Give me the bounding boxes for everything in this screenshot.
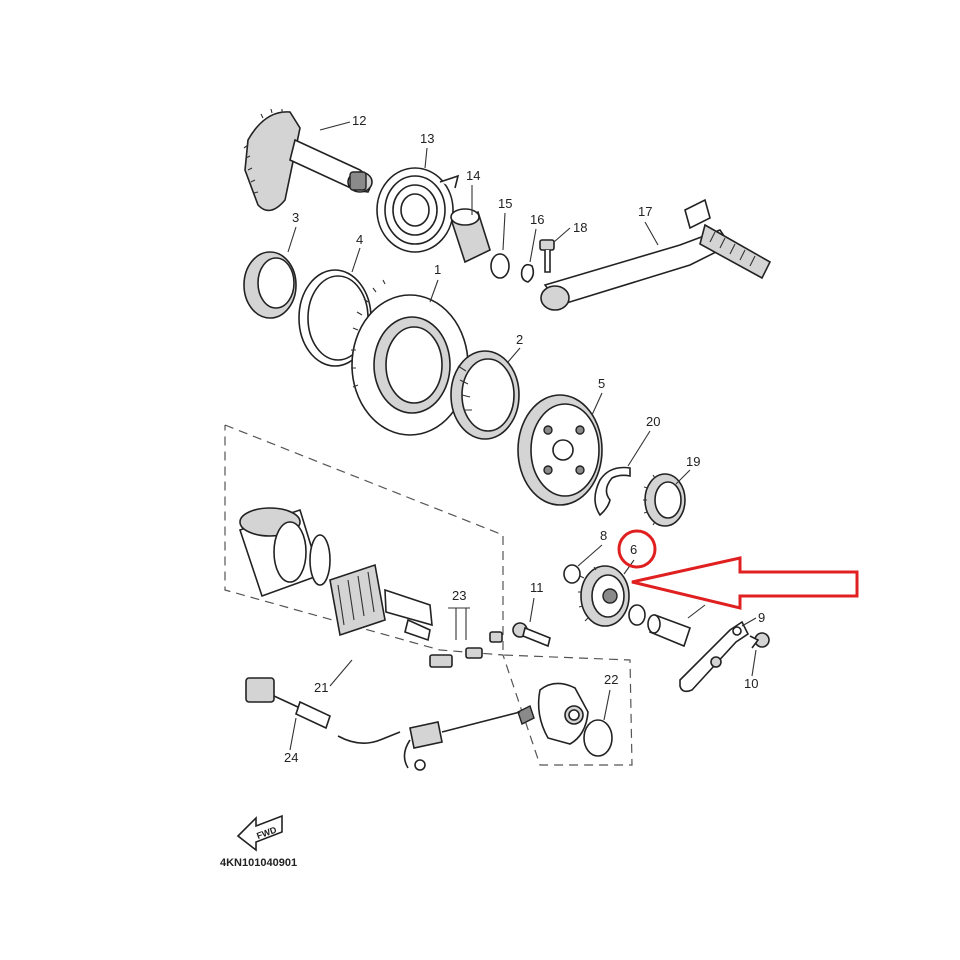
part-20-circlip[interactable] <box>594 466 631 517</box>
part-label-14: 14 <box>466 168 480 183</box>
part-label-11: 11 <box>530 580 544 595</box>
part-3-oil-seal[interactable] <box>243 251 297 319</box>
part-5-clutch[interactable] <box>517 394 603 506</box>
part-19-idler-gear[interactable] <box>643 473 686 527</box>
part-24-lead-wire[interactable] <box>245 677 521 771</box>
part-label-8: 8 <box>600 528 607 543</box>
part-label-22: 22 <box>604 672 618 687</box>
part-label-13: 13 <box>420 131 434 146</box>
part-label-23: 23 <box>452 588 466 603</box>
highlight-circle <box>617 529 657 569</box>
part-18-bolt[interactable] <box>539 239 555 273</box>
part-8-washer[interactable] <box>563 564 581 584</box>
part-label-9: 9 <box>758 610 765 625</box>
part-4-gasket[interactable] <box>298 269 372 367</box>
part-10-bolt[interactable] <box>749 632 770 649</box>
part-label-17: 17 <box>638 204 652 219</box>
part-label-16: 16 <box>530 212 544 227</box>
part-12-kick-axle[interactable] <box>243 108 373 212</box>
part-label-6: 6 <box>630 542 637 557</box>
part-label-4: 4 <box>356 232 363 247</box>
part-11-bolt[interactable] <box>512 622 551 648</box>
part-22-o-ring[interactable] <box>583 719 613 757</box>
part-label-18: 18 <box>573 220 587 235</box>
idler-shaft[interactable] <box>647 613 692 648</box>
part-14-collar[interactable] <box>450 208 491 264</box>
part-13-spring[interactable] <box>376 167 460 253</box>
part-6-washer[interactable] <box>628 604 646 626</box>
part-15-washer[interactable] <box>490 253 510 279</box>
part-label-3: 3 <box>292 210 299 225</box>
part-label-21: 21 <box>314 680 328 695</box>
part-label-1: 1 <box>434 262 441 277</box>
part-label-12: 12 <box>352 113 366 128</box>
part-label-20: 20 <box>646 414 660 429</box>
part-label-19: 19 <box>686 454 700 469</box>
part-6-starter-gear[interactable] <box>578 565 630 627</box>
part-label-15: 15 <box>498 196 512 211</box>
part-label-24: 24 <box>284 750 298 765</box>
starter-assembly-boundary <box>224 424 633 766</box>
part-9-plate[interactable] <box>679 620 750 693</box>
diagram-code: 4KN101040901 <box>220 857 297 869</box>
part-23-brushes[interactable] <box>429 631 503 668</box>
part-16-clip[interactable] <box>520 263 535 283</box>
starter-end-cap[interactable] <box>517 682 589 745</box>
part-label-5: 5 <box>598 376 605 391</box>
part-label-2: 2 <box>516 332 523 347</box>
starter-armature[interactable] <box>329 563 433 642</box>
part-label-10: 10 <box>744 676 758 691</box>
part-1-ring-gear[interactable] <box>351 279 469 436</box>
highlight-arrow <box>631 556 859 610</box>
starter-motor-housing[interactable] <box>238 507 331 598</box>
part-17-kick-crank[interactable] <box>540 198 772 311</box>
fwd-arrow: FWD <box>236 814 283 852</box>
part-2-bearing[interactable] <box>450 350 520 440</box>
